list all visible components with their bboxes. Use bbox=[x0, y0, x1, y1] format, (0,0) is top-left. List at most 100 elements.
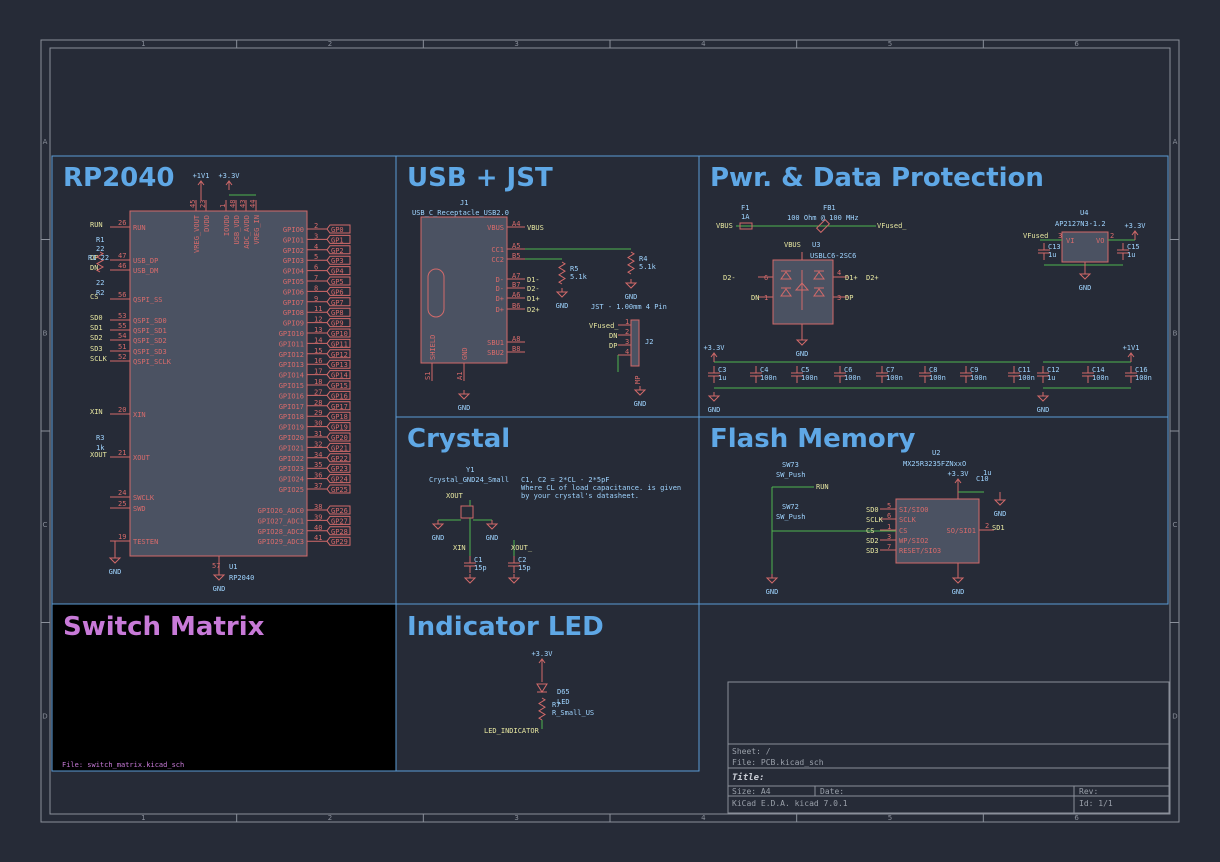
cap-value: 1u bbox=[1127, 251, 1135, 259]
net-label: GP6 bbox=[331, 288, 344, 296]
power-arrow bbox=[1127, 352, 1135, 358]
pin-number: 2 bbox=[985, 522, 989, 530]
net-flag bbox=[326, 453, 351, 463]
pin-name: GPIO15 bbox=[279, 382, 304, 390]
gnd-symbol bbox=[624, 282, 638, 289]
pin-number: 25 bbox=[118, 500, 126, 508]
pin-number: 1 bbox=[625, 318, 629, 326]
pin-number: 8 bbox=[314, 284, 318, 292]
pin-number: A5 bbox=[512, 242, 520, 250]
net-label: VBUS bbox=[784, 241, 801, 249]
flash-memory[interactable]: SW73SW_PushRUNSW72SW_PushGNDU2MX25R3235F… bbox=[766, 449, 1007, 596]
pin-name: GPIO11 bbox=[279, 340, 304, 348]
power-label: +3.3V bbox=[703, 344, 725, 352]
pin-number: 28 bbox=[314, 399, 322, 407]
net-label: VFused_ bbox=[877, 222, 907, 230]
pin-number: 27 bbox=[314, 388, 322, 396]
pin-name: RESET/SIO3 bbox=[899, 547, 941, 555]
pin-number: 16 bbox=[314, 357, 322, 365]
pin-number: 4 bbox=[625, 348, 629, 356]
gnd-label: GND bbox=[796, 350, 809, 358]
net-label: LED_INDICATOR bbox=[484, 727, 540, 735]
net-flag bbox=[326, 401, 351, 411]
resistor bbox=[95, 251, 105, 273]
net-flag bbox=[326, 245, 351, 255]
pin-number: 23 bbox=[199, 200, 207, 208]
fuse-ref: F1 bbox=[741, 204, 749, 212]
gnd-symbol bbox=[463, 577, 477, 584]
gnd-label: GND bbox=[1037, 406, 1050, 414]
ruler-col: 4 bbox=[701, 814, 706, 822]
gnd-symbol bbox=[485, 523, 499, 530]
net-label: VBUS bbox=[527, 224, 544, 232]
pin-number: 34 bbox=[314, 451, 322, 459]
cap-ref: C2 bbox=[518, 556, 526, 564]
ruler-col: 1 bbox=[141, 814, 145, 822]
net-flag bbox=[326, 286, 351, 296]
net-flag bbox=[326, 338, 351, 348]
section-switch-box[interactable] bbox=[51, 603, 397, 772]
net-label: GP2 bbox=[331, 247, 344, 255]
section-title-led: Indicator LED bbox=[407, 612, 604, 642]
net-flag bbox=[326, 297, 351, 307]
resistor-value: 5.1k bbox=[639, 263, 657, 271]
pin-number: 24 bbox=[118, 489, 126, 497]
net-label: GP4 bbox=[331, 268, 344, 276]
fuse bbox=[739, 222, 753, 230]
pin-name: ADC_AVDD bbox=[243, 215, 251, 249]
pin-name: GPIO28_ADC2 bbox=[258, 528, 304, 536]
pin-name: CC1 bbox=[491, 246, 504, 254]
net-flag bbox=[326, 318, 351, 328]
cap-ref: C12 bbox=[1047, 366, 1060, 374]
pin-number: 29 bbox=[314, 409, 322, 417]
pin-name: QSPI_SD0 bbox=[133, 317, 167, 325]
ruler-row: A bbox=[43, 138, 48, 146]
net-flag bbox=[326, 266, 351, 276]
gnd-symbol bbox=[457, 393, 471, 400]
pin-name: WP/SIO2 bbox=[899, 537, 929, 545]
cap-ref: C9 bbox=[970, 366, 978, 374]
gnd-symbol bbox=[431, 523, 445, 530]
ruler-col: 3 bbox=[514, 40, 518, 48]
pin-name: DVDD bbox=[203, 215, 211, 232]
ruler-col: 2 bbox=[328, 814, 332, 822]
pin-number: 30 bbox=[314, 420, 322, 428]
net-label: GP0 bbox=[331, 226, 344, 234]
pin-number: 32 bbox=[314, 440, 322, 448]
resistor-ref: R1 22 bbox=[88, 254, 109, 262]
resistor-value: 22 bbox=[96, 279, 104, 287]
ruler-row: B bbox=[43, 329, 48, 337]
net-label: XOUT bbox=[446, 492, 464, 500]
pin-name: VI bbox=[1066, 237, 1074, 245]
net-label: SCLK bbox=[866, 516, 884, 524]
pin-number: 5 bbox=[887, 502, 891, 510]
pin-name: SO/SIO1 bbox=[946, 527, 976, 535]
pin-number: 55 bbox=[118, 322, 126, 330]
net-label: XOUT bbox=[90, 451, 108, 459]
net-label: GP17 bbox=[331, 403, 348, 411]
resistor-value: 1k bbox=[96, 444, 105, 452]
gnd-symbol bbox=[765, 577, 779, 584]
net-label: GP9 bbox=[331, 320, 344, 328]
pin-name: D+ bbox=[496, 295, 504, 303]
resistor bbox=[627, 251, 635, 275]
section-title-pwr: Pwr. & Data Protection bbox=[710, 163, 1044, 193]
net-label: XOUT_ bbox=[511, 544, 533, 552]
cap-value: 1u bbox=[1047, 374, 1055, 382]
net-label: RUN bbox=[816, 483, 829, 491]
net-flag bbox=[326, 224, 351, 234]
power-label: +3.3V bbox=[947, 470, 969, 478]
pin-number: 12 bbox=[314, 316, 322, 324]
section-title-switch[interactable]: Switch Matrix bbox=[63, 612, 265, 642]
cap-ref: C3 bbox=[718, 366, 726, 374]
pin-name: XOUT bbox=[133, 454, 151, 462]
power-arrow bbox=[954, 478, 962, 484]
rp2040-symbol[interactable]: U1 RP2040 26RUNRUN47USB_DPDP46USB_DMDN56… bbox=[88, 172, 351, 593]
pin-name: GPIO5 bbox=[283, 278, 304, 286]
